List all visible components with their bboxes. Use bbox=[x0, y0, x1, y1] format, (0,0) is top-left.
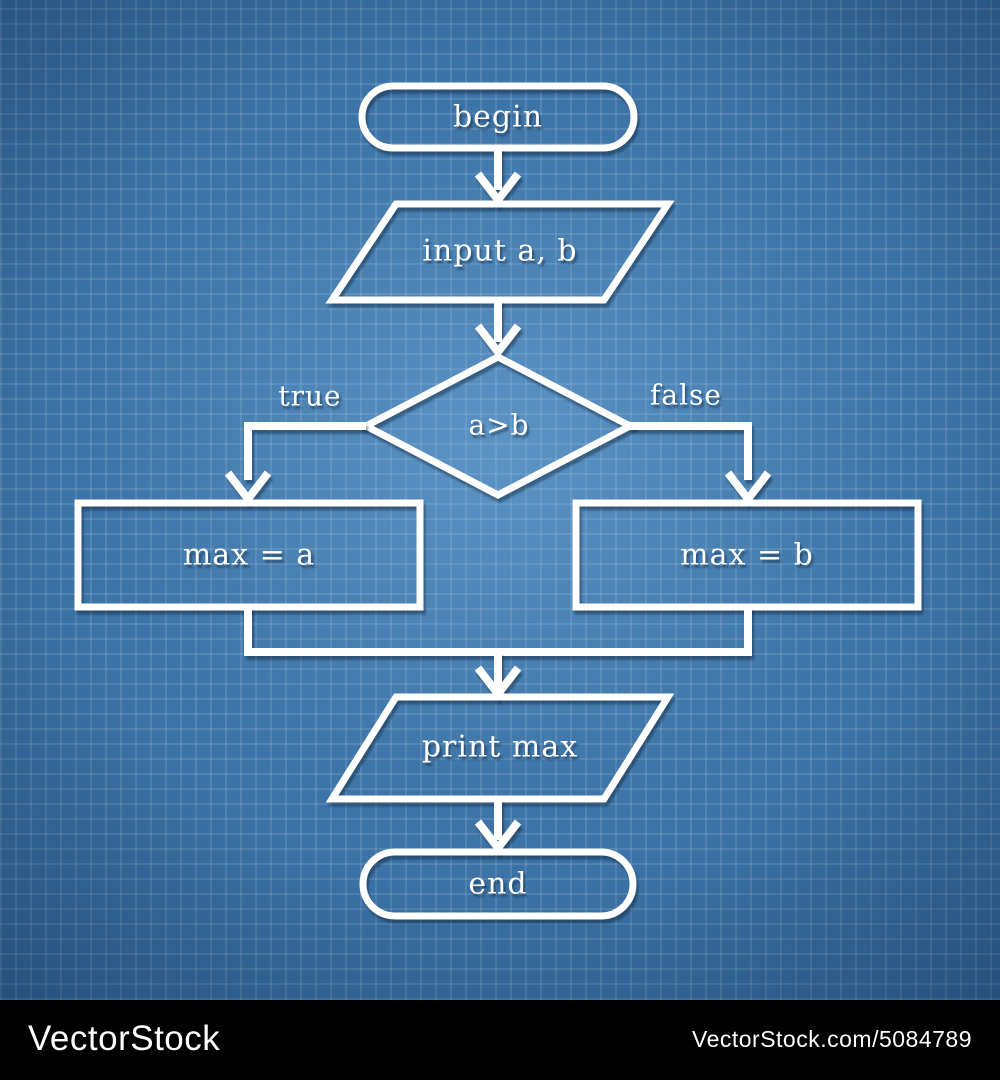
arrow-begin-input-head bbox=[474, 171, 522, 207]
edge-false-arrowhead bbox=[724, 470, 772, 506]
input-node-shape bbox=[325, 200, 675, 304]
watermark-bar: VectorStock VectorStock.com/5084789 bbox=[0, 1000, 1000, 1080]
print-node-label: print max bbox=[421, 729, 579, 765]
edge-true-arrowhead bbox=[224, 470, 272, 506]
edge-false-line bbox=[630, 422, 752, 480]
print-node-shape bbox=[325, 693, 675, 803]
arrow-print-end-head bbox=[474, 819, 522, 855]
true-branch-label: true bbox=[278, 379, 342, 413]
watermark-url-text: VectorStock.com/5084789 bbox=[692, 1025, 972, 1052]
input-node-label: input a, b bbox=[422, 233, 578, 269]
false-branch-label: false bbox=[650, 378, 722, 412]
decision-node-shape bbox=[358, 353, 638, 499]
edge-true-line bbox=[244, 422, 366, 480]
max-a-node-label: max = a bbox=[182, 537, 316, 573]
watermark-brand-text: VectorStock bbox=[28, 1019, 221, 1059]
end-node-shape bbox=[359, 848, 637, 920]
begin-node-label: begin bbox=[452, 99, 544, 135]
max-b-node-label: max = b bbox=[680, 537, 814, 573]
decision-node-label: a>b bbox=[468, 408, 530, 442]
flowchart-canvas bbox=[74, 82, 922, 920]
merge-connector-line bbox=[244, 607, 752, 656]
end-node-label: end bbox=[468, 866, 528, 902]
arrow-input-decision-head bbox=[474, 323, 522, 359]
